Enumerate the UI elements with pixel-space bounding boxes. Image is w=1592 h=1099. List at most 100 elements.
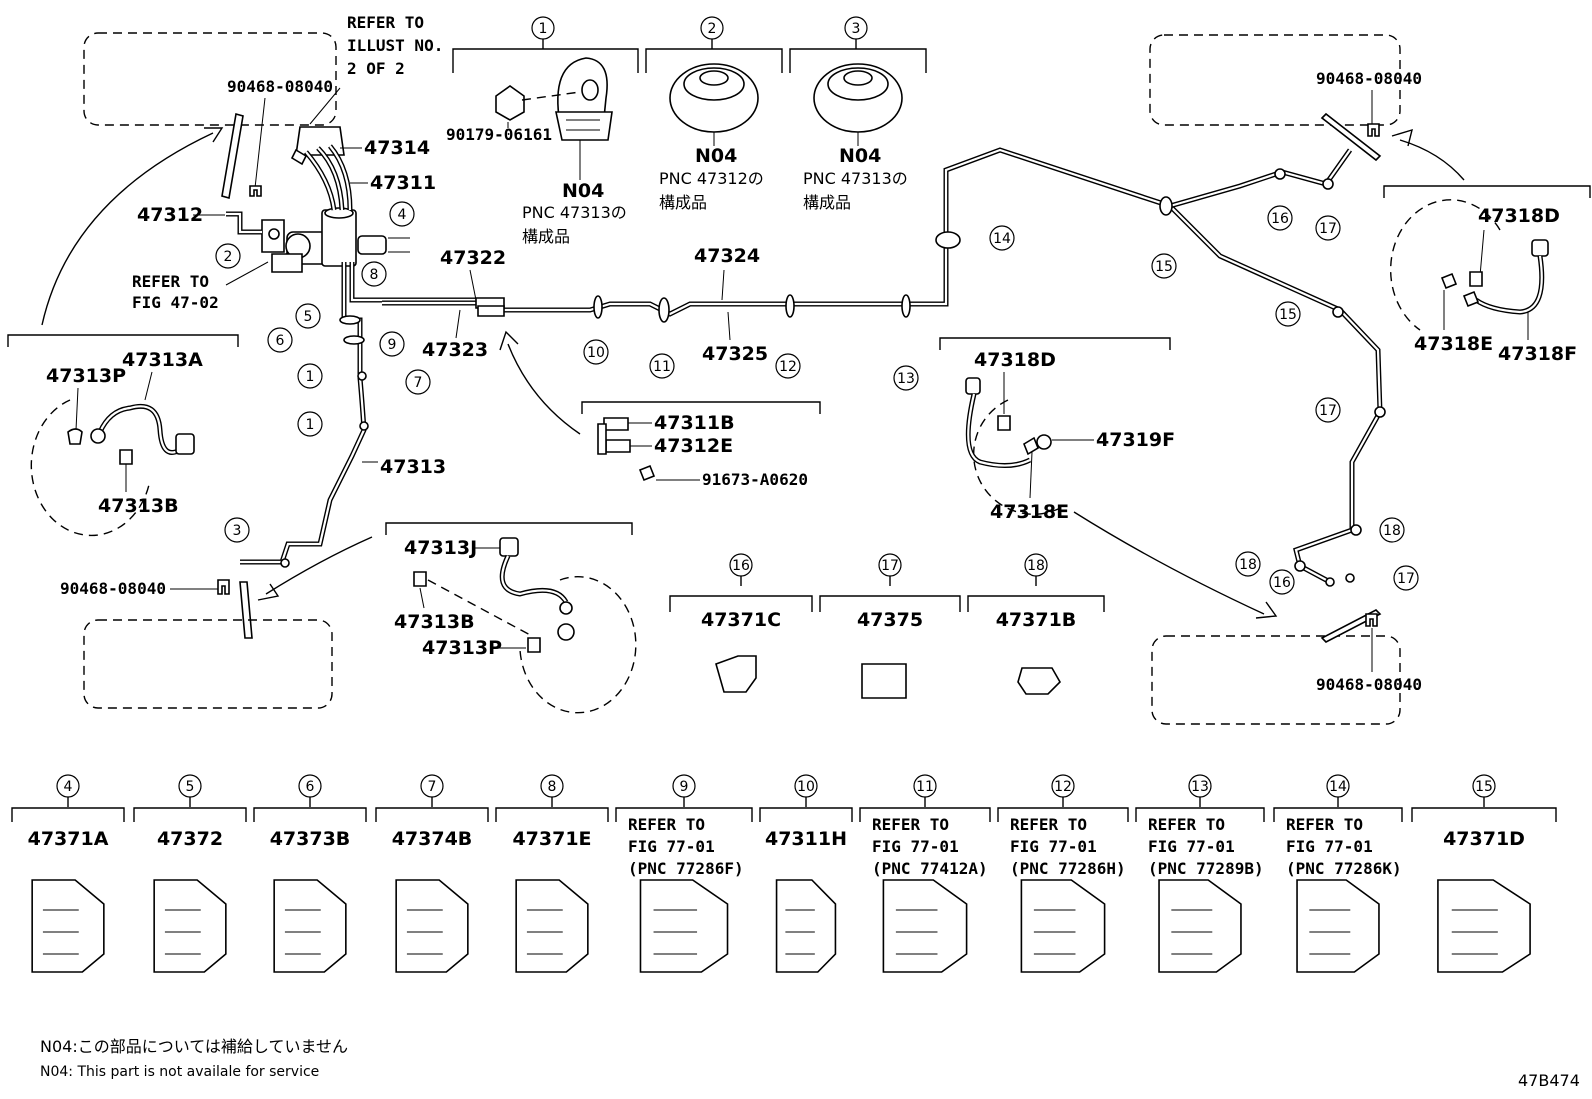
refer-fig-47-02-line-2: FIG 47-02 [132,293,219,312]
route-marker-circle [1315,397,1341,423]
route-marker-circle [1235,551,1261,577]
legend-mid-part: 47371B [996,609,1077,631]
callout-1: 1 90179-06161 N04 PNC 47313の 構成品 [446,16,639,246]
vehicle-outline-top-right [1149,34,1401,126]
legend-bottom-bracket [1411,797,1557,822]
detail-right-top: 90468-08040 47318D 47318E 47318F [1149,34,1591,365]
label-47311: 47311 [370,172,436,194]
callout-1-bolt: 90179-06161 [446,125,552,144]
legend-mid-bracket [669,576,813,612]
legend-bottom-part: 47371E [512,828,591,850]
legend-bottom-number: 7 [428,779,437,795]
route-marker-circle [1315,215,1341,241]
route-marker-number: 1 [306,369,315,385]
legend-mid-number: 17 [881,558,899,574]
legend-mid-part-icon [715,655,757,693]
legend-bottom-part-line: (PNC 77412A) [872,859,988,878]
route-marker-circle [989,225,1015,251]
callout-2-note-line-1: PNC 47312の [659,169,764,188]
legend-bottom-part-icon-ribs [653,909,698,955]
callout-1-code: N04 [562,180,604,202]
legend-bottom-number: 14 [1329,779,1347,795]
callout-3-note-line-2: 構成品 [803,193,851,212]
arrow-bracket-detail [507,343,581,435]
route-marker-number: 15 [1155,259,1173,275]
route-marker-circle [1151,253,1177,279]
label-47318F: 47318F [1498,343,1577,365]
arrow-right-up [1399,139,1465,181]
legend-bottom-part-icon [639,879,729,973]
route-marker-circle [297,363,323,389]
legend-bottom-bracket [133,797,247,822]
legend-bottom-bracket [253,797,367,822]
legend-bottom-number: 13 [1191,779,1209,795]
legend-bottom-part: 47372 [157,828,223,850]
footnote-jp: N04:この部品については補給していません [40,1037,348,1056]
legend-bottom-number: 5 [186,779,195,795]
label-47319F: 47319F [1096,429,1175,451]
legend-bottom-part-line: REFER TO [1148,815,1225,834]
legend-bottom-bracket [759,797,853,822]
route-marker-number: 15 [1279,307,1297,323]
legend-bottom-part-icon-ribs [1451,909,1498,955]
callout-2-code: N04 [695,145,737,167]
legend-mid-bracket [819,576,961,612]
legend-bottom-part: 47311H [765,828,847,850]
route-marker-circle [361,261,387,287]
label-47313B: 47313B [98,495,179,517]
legend-bottom-part-line: FIG 77-01 [872,837,959,856]
route-marker-number: 17 [1397,571,1415,587]
label-clip-top-left: 90468-08040 [227,77,333,96]
route-marker-number: 18 [1383,523,1401,539]
callout-3: 3 N04 PNC 47313の 構成品 [789,16,927,212]
legend-bottom-bracket [1273,797,1403,822]
main-brake-line: 47322 47323 47324 47325 [382,147,1386,587]
route-marker-number: 4 [398,207,407,223]
route-marker-circle [1267,205,1293,231]
legend-bottom-part: 47371D [1443,828,1525,850]
label-clip-top-right: 90468-08040 [1316,69,1422,88]
vehicle-outline-top-left [83,32,337,126]
legend-bottom-bracket [615,797,753,822]
label-47314: 47314 [364,137,430,159]
route-marker-circle [1379,517,1405,543]
clip-top-left [249,185,262,197]
label-47313J: 47313J [404,537,477,559]
route-marker-number: 7 [414,375,423,391]
refer-illust-note: REFER TO ILLUST NO. 2 OF 2 [347,13,443,78]
legend-bottom-part-icon [395,879,469,973]
legend-bottom-part-line: REFER TO [872,815,949,834]
label-47313: 47313 [380,456,446,478]
route-marker-circle [267,327,293,353]
legend-mid-part-icon [1017,667,1061,695]
legend-bottom-part-icon-ribs [284,909,321,955]
callout-1-note-line-1: PNC 47313の [522,203,627,222]
label-clip-bottom-right: 90468-08040 [1316,675,1422,694]
refer-fig-47-02-line-1: REFER TO [132,272,209,291]
legend-mid-bracket [967,576,1105,612]
label-47318E-mid: 47318E [990,501,1069,523]
label-47324: 47324 [694,245,760,267]
legend-bottom-part-icon-ribs [1171,909,1213,955]
label-47318D-top: 47318D [1478,205,1560,227]
legend-bottom-part: 47373B [270,828,351,850]
route-marker-number: 13 [897,371,915,387]
legend-bottom-part-icon-ribs [42,909,79,955]
route-marker-number: 2 [224,249,233,265]
legend-bottom-part-icon [775,879,837,973]
route-marker-number: 11 [653,359,671,375]
label-47312E: 47312E [654,435,733,457]
legend-bottom-part-icon [153,879,227,973]
route-marker-number: 9 [388,337,397,353]
route-marker-number: 14 [993,231,1011,247]
legend-bottom-part: 47374B [392,828,473,850]
legend-bottom-part-icon [1296,879,1380,973]
label-47318E-top: 47318E [1414,333,1493,355]
legend-bottom-number: 11 [916,779,934,795]
legend-mid-part-icon [861,663,907,699]
callout-3-code: N04 [839,145,881,167]
legend-bottom-part-line: FIG 77-01 [1010,837,1097,856]
vehicle-outline-bottom-left [83,619,333,709]
label-47318D-mid: 47318D [974,349,1056,371]
